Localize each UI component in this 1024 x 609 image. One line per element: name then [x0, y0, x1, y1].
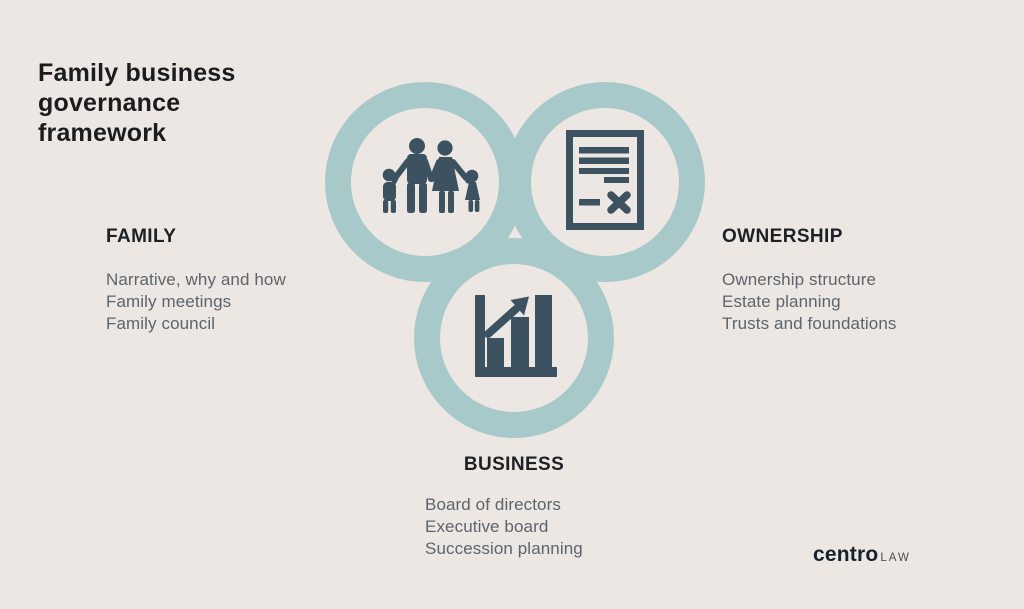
- rings: [325, 82, 705, 438]
- ownership-list: Ownership structure Estate planning Trus…: [722, 269, 897, 335]
- family-list: Narrative, why and how Family meetings F…: [106, 269, 286, 335]
- list-item: Succession planning: [425, 539, 583, 558]
- list-item: Family council: [106, 314, 216, 333]
- list-item: Executive board: [425, 517, 549, 536]
- document-icon: [566, 130, 644, 230]
- family-icon: [382, 138, 480, 213]
- family-heading: FAMILY: [106, 226, 177, 247]
- page-title: Family business governance framework: [38, 59, 236, 147]
- ownership-ring: [505, 82, 705, 282]
- business-list: Board of directors Executive board Succe…: [425, 494, 583, 560]
- x-mark-icon: [607, 191, 631, 214]
- bar-chart-icon: [475, 295, 557, 377]
- brand-name: centro: [813, 543, 879, 566]
- list-item: Estate planning: [722, 292, 841, 311]
- list-item: Trusts and foundations: [722, 314, 897, 333]
- list-item: Family meetings: [106, 292, 232, 311]
- business-heading: BUSINESS: [463, 454, 565, 475]
- list-item: Narrative, why and how: [106, 270, 286, 289]
- brand-logo: centro LAW: [813, 543, 911, 567]
- list-item: Board of directors: [425, 495, 561, 514]
- business-ring: [414, 238, 614, 438]
- ownership-heading: OWNERSHIP: [722, 226, 843, 247]
- brand-suffix: LAW: [880, 552, 911, 564]
- list-item: Ownership structure: [722, 270, 877, 289]
